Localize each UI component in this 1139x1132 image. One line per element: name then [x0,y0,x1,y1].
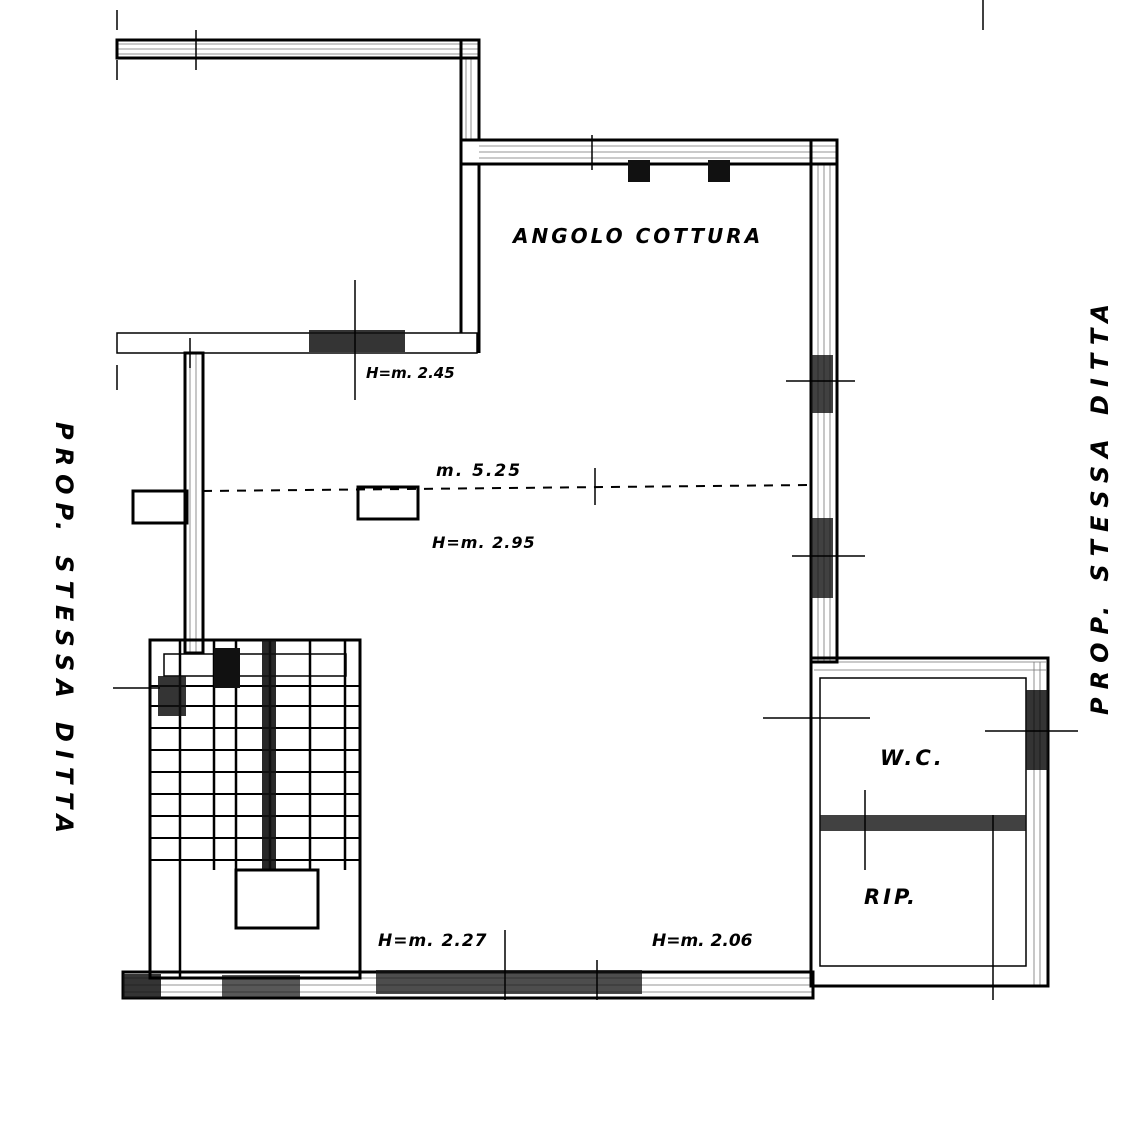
height-label-middle: H=m. 2.95 [432,533,536,552]
property-label-left: PROP. STESSA DITTA [50,422,78,841]
property-label-right: PROP. STESSA DITTA [1086,296,1114,715]
axis-ticks [113,0,1078,1000]
staircase [148,638,362,980]
span-label-middle: m. 5.25 [436,461,522,481]
room-label-wc: W.C. [880,746,945,770]
height-label-bottom-right: H=m. 2.06 [652,931,753,951]
height-label-top: H=m. 2.45 [366,364,455,382]
pillars [131,485,420,525]
height-label-bottom-left: H=m. 2.27 [378,931,488,951]
section-line [202,484,812,492]
upper-left-room-walls [115,38,481,354]
service-rooms [809,656,1050,988]
room-label-kitchen: ANGOLO COTTURA [511,224,763,248]
room-label-storage: RIP. [864,885,918,909]
